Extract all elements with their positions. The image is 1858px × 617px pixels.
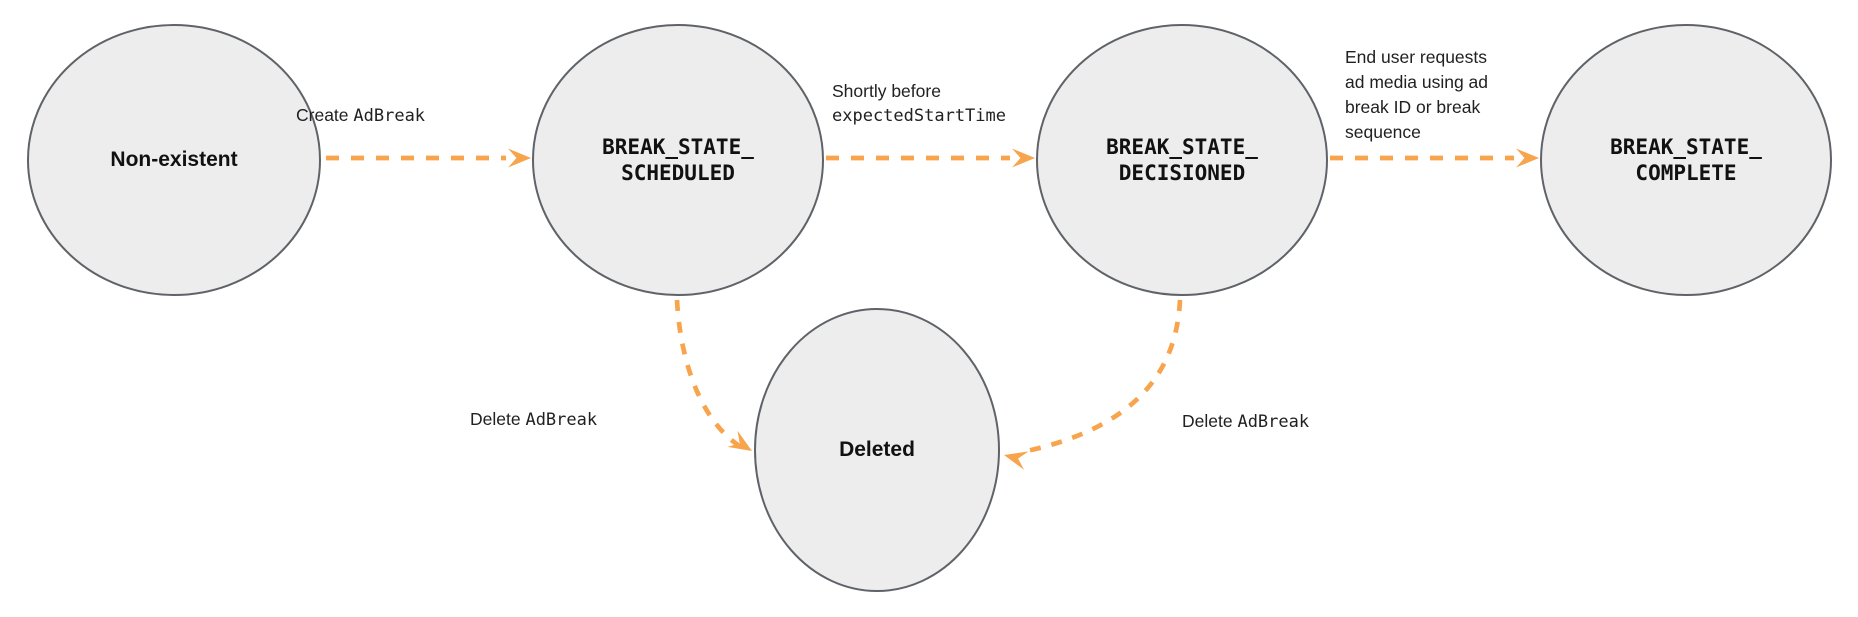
state-node-break-state-complete — [1540, 24, 1832, 296]
node-label-line: DECISIONED — [1118, 161, 1246, 185]
edge-label-line: break ID or break — [1345, 97, 1481, 117]
edge-delete-right-curve — [1021, 299, 1183, 455]
edge-label-line: End user requests — [1345, 47, 1488, 67]
state-node-break-state-decisioned — [1036, 24, 1328, 296]
edge-label-code-text: expectedStartTime — [832, 106, 1006, 126]
edge-create-adbreak-arrowhead-icon — [508, 148, 531, 168]
node-label-break-state-complete: BREAK_STATE_ COMPLETE — [1536, 134, 1836, 186]
node-label-line: SCHEDULED — [621, 161, 735, 185]
node-label-break-state-decisioned: BREAK_STATE_ DECISIONED — [1032, 134, 1332, 186]
edge-label-plain-text: Create — [296, 105, 354, 125]
node-label-non-existent: Non-existent — [110, 148, 238, 171]
edge-label-code-text: AdBreak — [525, 410, 598, 430]
edge-label-end-user-requests: End user requests ad media using ad brea… — [1345, 45, 1488, 145]
edge-label-line: ad media using ad — [1345, 72, 1489, 92]
node-label-line: BREAK_STATE_ — [1610, 135, 1762, 159]
edge-delete-left-curve — [674, 299, 740, 447]
edge-label-plain-text: Shortly before — [832, 81, 941, 101]
edge-label-shortly-before: Shortly before expectedStartTime — [832, 79, 1006, 129]
node-label-break-state-scheduled: BREAK_STATE_ SCHEDULED — [528, 134, 828, 186]
edge-label-delete-adbreak-right: Delete AdBreak — [1182, 409, 1309, 435]
edge-label-code-text: AdBreak — [353, 106, 426, 126]
node-label-deleted: Deleted — [839, 438, 915, 461]
edge-shortly-before-arrowhead-icon — [1012, 148, 1035, 168]
node-label-line: BREAK_STATE_ — [602, 135, 754, 159]
edge-label-plain-text: Delete — [1182, 411, 1238, 431]
edge-delete-right-arrowhead-icon — [1004, 451, 1029, 470]
edge-label-create-adbreak: Create AdBreak — [296, 103, 425, 129]
state-node-break-state-scheduled — [532, 24, 824, 296]
edge-label-code-text: AdBreak — [1237, 412, 1310, 432]
edge-delete-left-arrowhead-icon — [727, 430, 752, 451]
node-label-line: BREAK_STATE_ — [1106, 135, 1258, 159]
node-label-line: COMPLETE — [1635, 161, 1737, 185]
edge-label-plain-text: Delete — [470, 409, 526, 429]
edge-label-delete-adbreak-left: Delete AdBreak — [470, 407, 597, 433]
state-node-deleted — [754, 308, 1000, 592]
edge-label-line: sequence — [1345, 122, 1421, 142]
edge-end-user-requests-arrowhead-icon — [1516, 148, 1539, 168]
state-node-non-existent — [27, 24, 321, 296]
